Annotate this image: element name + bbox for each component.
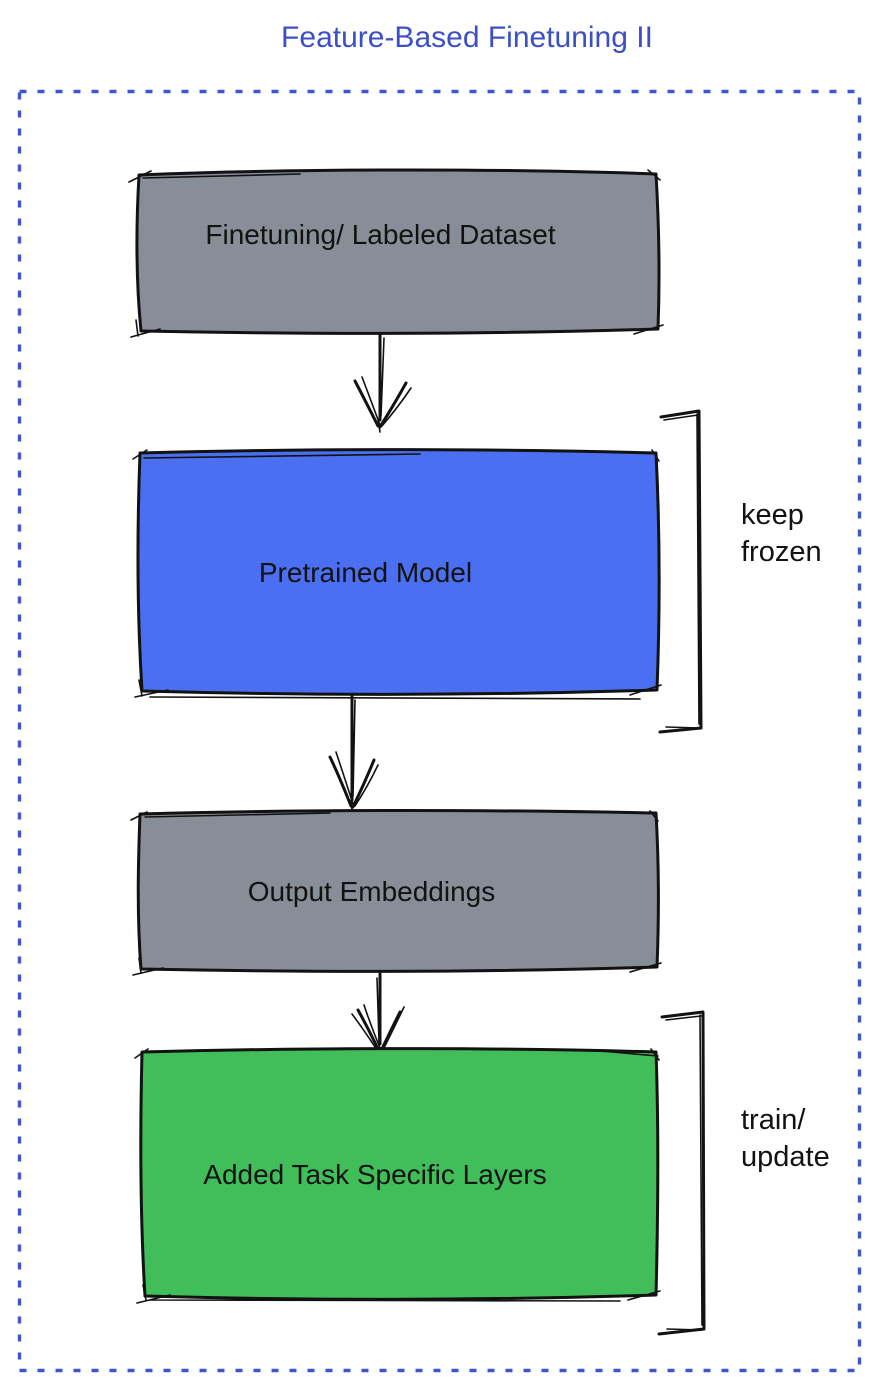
arrow-shaft-echo [376, 977, 380, 1043]
bracket-train-update [657, 1010, 706, 1336]
arrow-head [353, 379, 408, 429]
bracket-echo [663, 413, 701, 729]
node-dataset-box [128, 168, 664, 338]
pretrained-sketch-strokes [132, 449, 662, 700]
node-embeddings-box [130, 809, 662, 976]
bracket-main [658, 409, 703, 734]
page-title: Feature-Based Finetuning II [281, 21, 653, 54]
arrow-head-echo [361, 376, 412, 433]
pretrained-rect [136, 448, 661, 696]
bracket-echo [665, 1014, 703, 1331]
embeddings-rect [136, 809, 660, 973]
dashed-border-frame [17, 89, 862, 1373]
arrow-shaft-echo [352, 699, 356, 797]
dataset-sketch-strokes [128, 169, 664, 338]
annotation-line-1: train/ [741, 1104, 806, 1136]
arrow-shaft-echo [380, 337, 385, 417]
bracket-main [657, 1010, 706, 1336]
annotation-line-1: keep [741, 499, 804, 531]
annotation-line-2: frozen [741, 536, 822, 568]
arrow-dataset-to-pretrained [353, 332, 412, 433]
dataset-rect [135, 168, 661, 335]
bracket-keep-frozen [658, 409, 703, 734]
node-task-layers-box [134, 1047, 661, 1304]
embeddings-sketch-strokes [130, 810, 662, 976]
arrow-embeddings-to-task-layers [351, 972, 405, 1056]
task-layers-sketch-strokes [134, 1048, 661, 1304]
arrow-head-echo [335, 751, 379, 811]
annotation-line-2: update [741, 1141, 830, 1173]
node-pretrained-box [132, 448, 662, 700]
arrow-head [328, 755, 376, 809]
arrow-head-echo [351, 1004, 405, 1056]
annotation-train-update: train/ update [741, 1102, 830, 1176]
arrow-pretrained-to-embeddings [328, 694, 379, 811]
task-layers-rect [139, 1047, 660, 1301]
annotation-keep-frozen: keep frozen [741, 497, 822, 571]
